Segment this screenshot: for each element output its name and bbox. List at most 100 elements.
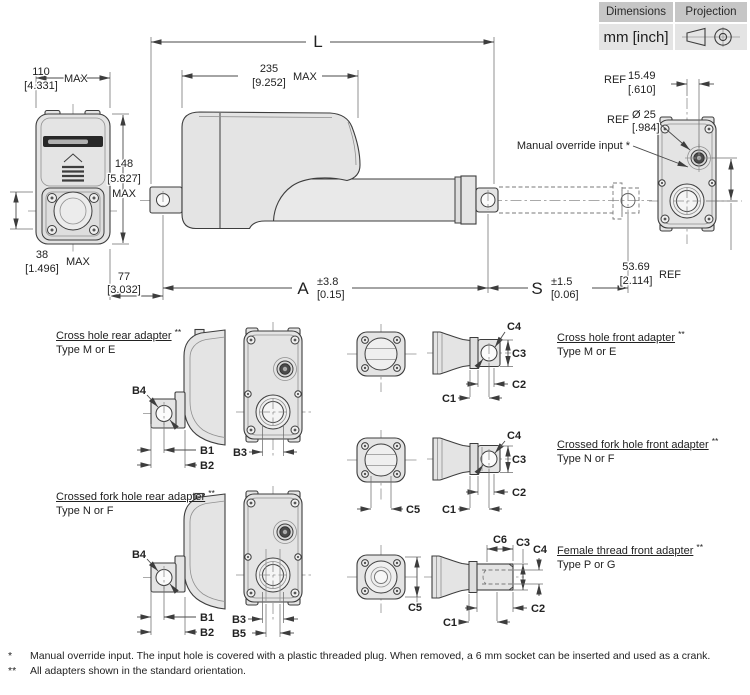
label-B3-row2: B3 [232, 614, 246, 626]
footnote-marker: ** [8, 665, 17, 677]
dim-L-label: L [313, 32, 322, 51]
dim-B4-row1 [146, 394, 179, 430]
adapter-type: Type N or F [557, 453, 615, 465]
adapter-type: Type P or G [557, 559, 616, 571]
label-C3-row1: C3 [512, 348, 526, 360]
fork-front-adapter-side [469, 442, 501, 476]
footnote-marker: ** [208, 488, 215, 498]
dim-235-mm: 235 [260, 63, 278, 75]
dim-C1-row2 [458, 469, 502, 512]
adapter-type: Type M or E [56, 344, 116, 356]
label-C2-row2: C2 [512, 487, 526, 499]
dim-B1-row2 [137, 586, 196, 635]
front-adapter-fork-views [347, 430, 512, 500]
title-cross-hole-front-adapter: Cross hole front adapter ** Type M or E [557, 327, 685, 359]
dimensions-header-cell: Dimensions [599, 2, 673, 22]
dim-C1-row1 [458, 363, 502, 401]
leader-manual-override [632, 145, 689, 168]
dim-B3-row2 [248, 592, 298, 623]
title-fork-front-adapter: Crossed fork hole front adapter ** Type … [557, 434, 718, 466]
dimensions-header-label: Dimensions [605, 6, 667, 18]
leader-override-boss [658, 122, 691, 151]
adapter-type: Type M or E [557, 346, 617, 358]
dim-A-tol-inch: [0.15] [317, 289, 345, 301]
dimension-lines [13, 39, 734, 637]
fork-rear-adapter-rear [243, 490, 303, 606]
dim-C1-row3 [458, 592, 510, 625]
dim-C2-row2 [466, 474, 508, 495]
label-C3-row2: C3 [512, 454, 526, 466]
dim-110-inch: [4.331] [24, 80, 58, 92]
dim-77-mm: 77 [118, 271, 130, 283]
adapter-title: Female thread front adapter [557, 545, 694, 557]
units-label: mm [inch] [603, 28, 669, 46]
dim-110-max: MAX [64, 73, 89, 85]
fork-front-adapter-front [356, 437, 406, 483]
dim-1549-inch: [.610] [628, 84, 656, 96]
dim-C5-row3 [405, 556, 421, 603]
dim-148-max: MAX [112, 188, 137, 200]
label-B1-row1: B1 [200, 445, 214, 457]
label-B4-row2: B4 [132, 549, 147, 561]
rear-end-body [657, 116, 717, 232]
projection-header-cell: Projection [675, 2, 747, 22]
projection-header-label: Projection [685, 6, 737, 18]
dim-C5-row2 [357, 476, 403, 512]
adapter-title: Cross hole front adapter [557, 332, 676, 344]
label-C1-row3: C1 [443, 617, 457, 629]
footnotes: * Manual override input. The input hole … [8, 649, 746, 679]
front-adapter-taper [431, 555, 470, 599]
thread-front-adapter-side [476, 563, 514, 591]
label-C5-row2: C5 [406, 504, 420, 516]
dim-A-label: A [297, 279, 309, 298]
tube-end-cap [460, 175, 477, 225]
label-C4-row2: C4 [507, 430, 522, 442]
units-cell: mm [inch] [599, 24, 673, 50]
dim-C3-row1 [500, 339, 513, 367]
label-B5-row2: B5 [232, 628, 246, 640]
dim-B4-row2 [146, 558, 179, 594]
mounting-screws [47, 193, 99, 235]
dim-235-max: MAX [293, 71, 318, 83]
title-fork-rear-adapter: Crossed fork hole rear adapter ** Type N… [56, 486, 215, 518]
footnote-text: Manual override input. The input hole is… [30, 650, 711, 662]
dim-S-tol-mm: ±1.5 [551, 276, 572, 288]
adapter-type: Type N or F [56, 505, 114, 517]
dim-S-label: S [531, 279, 542, 298]
adapter-title: Cross hole rear adapter [56, 330, 172, 342]
dim-C2-row3 [465, 592, 527, 612]
adapter-title: Crossed fork hole front adapter [557, 439, 709, 451]
rear-end-view [649, 98, 742, 244]
dim-110-mm: 110 [32, 66, 50, 78]
dimension-labels: L 235 [9.252] MAX 110 [4.331] MAX 148 [5… [23, 31, 683, 642]
label-C5-row3: C5 [408, 602, 422, 614]
output-hole [53, 191, 93, 231]
title-thread-front-adapter: Female thread front adapter ** Type P or… [557, 540, 703, 572]
dim-B1-row1 [137, 422, 196, 468]
footnote-text: All adapters shown in the standard orien… [30, 665, 246, 677]
front-adapter-taper [432, 437, 471, 481]
dim-boss-ref: REF [607, 114, 629, 126]
front-adapter-thread-views [347, 545, 524, 613]
label-B2-row2: B2 [200, 627, 214, 639]
manual-override-label: Manual override input * [517, 140, 631, 152]
footnote-marker: ** [174, 327, 182, 337]
dim-A-tol-mm: ±3.8 [317, 276, 338, 288]
dim-5369-inch: [2.114] [620, 275, 653, 287]
dim-boss-mm: Ø 25 [632, 109, 656, 121]
label-B3-row1: B3 [233, 447, 247, 459]
label-C2-row3: C2 [531, 603, 545, 615]
dim-148-mm: 148 [115, 158, 133, 170]
motor-housing [181, 111, 361, 230]
label-C4-row1: C4 [507, 321, 522, 333]
label-C4-row3: C4 [533, 544, 548, 556]
dim-C2-row1 [466, 368, 508, 387]
cross-hole-front-adapter-front [356, 331, 406, 377]
label-C1-row1: C1 [442, 393, 456, 405]
dim-1549-ref: REF [604, 74, 626, 86]
dim-B5-row2 [252, 604, 294, 637]
first-angle-projection-icon [682, 27, 740, 47]
dim-38-max: MAX [66, 256, 91, 268]
